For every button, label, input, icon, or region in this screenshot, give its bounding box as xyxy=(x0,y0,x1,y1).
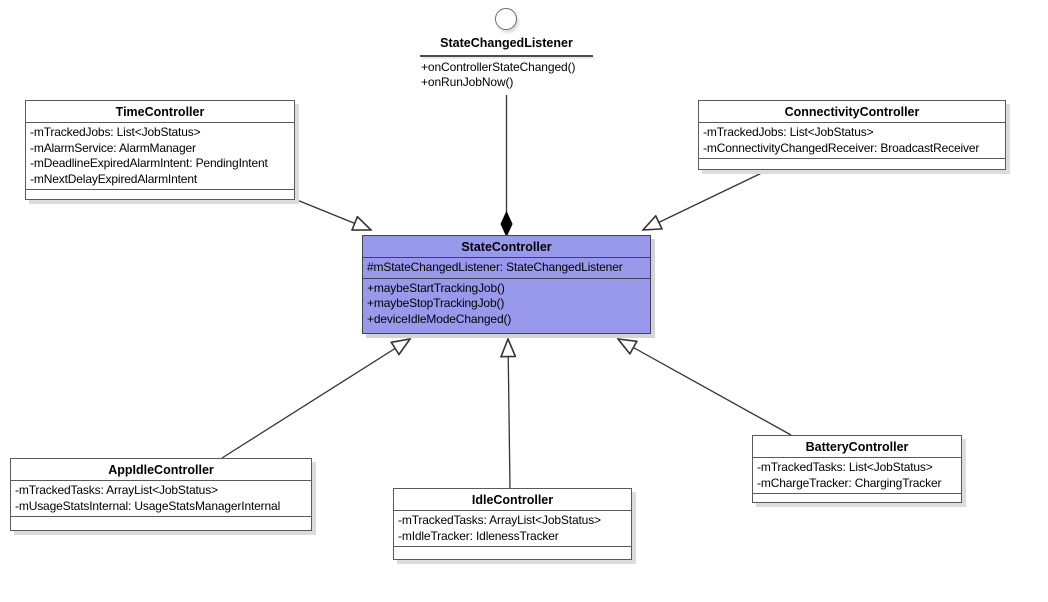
class-attributes: -mTrackedTasks: ArrayList<JobStatus> -mI… xyxy=(394,511,631,547)
class-title: BatteryController xyxy=(753,436,961,458)
interface-divider xyxy=(420,55,593,57)
operations-compartment-empty xyxy=(699,159,1005,169)
class-title: AppIdleController xyxy=(11,459,311,481)
class-time-controller[interactable]: TimeController -mTrackedJobs: List<JobSt… xyxy=(25,100,295,200)
edge-battery-to-state xyxy=(618,339,792,436)
interface-method-list: +onControllerStateChanged() +onRunJobNow… xyxy=(421,60,576,90)
attribute: -mTrackedJobs: List<JobStatus> xyxy=(703,125,874,139)
operations-compartment-empty xyxy=(753,494,961,502)
class-title: StateController xyxy=(363,236,650,258)
class-title: IdleController xyxy=(394,489,631,511)
attribute: -mTrackedTasks: ArrayList<JobStatus> xyxy=(398,513,601,527)
class-attributes: -mTrackedTasks: ArrayList<JobStatus> -mU… xyxy=(11,481,311,517)
attribute: -mNextDelayExpiredAlarmIntent xyxy=(30,171,198,186)
class-attributes: -mTrackedJobs: List<JobStatus> -mAlarmSe… xyxy=(26,123,294,190)
class-battery-controller[interactable]: BatteryController -mTrackedTasks: List<J… xyxy=(752,435,962,503)
interface-method: +onRunJobNow() xyxy=(421,75,514,89)
attribute: -mTrackedTasks: List<JobStatus> xyxy=(757,460,933,474)
operation: +maybeStartTrackingJob() xyxy=(367,280,505,295)
attribute: -mDeadlineExpiredAlarmIntent: PendingInt… xyxy=(30,156,268,170)
edge-idle-to-state xyxy=(508,339,510,489)
operation: +maybeStopTrackingJob() xyxy=(367,296,505,310)
composition-diamond-icon xyxy=(500,210,513,238)
class-state-controller[interactable]: StateController #mStateChangedListener: … xyxy=(362,235,651,334)
attribute: -mTrackedTasks: ArrayList<JobStatus> xyxy=(15,483,218,497)
interface-method: +onControllerStateChanged() xyxy=(421,60,576,74)
class-attributes: -mTrackedTasks: List<JobStatus> -mCharge… xyxy=(753,458,961,494)
attribute: -mUsageStatsInternal: UsageStatsManagerI… xyxy=(15,498,281,513)
class-attributes: -mTrackedJobs: List<JobStatus> -mConnect… xyxy=(699,123,1005,159)
attribute: -mAlarmService: AlarmManager xyxy=(30,140,196,155)
class-appidle-controller[interactable]: AppIdleController -mTrackedTasks: ArrayL… xyxy=(10,458,312,531)
operations-compartment-empty xyxy=(11,517,311,530)
attribute: -mConnectivityChangedReceiver: Broadcast… xyxy=(703,140,980,155)
attribute: -mChargeTracker: ChargingTracker xyxy=(757,475,942,490)
edge-connectivity-to-state xyxy=(643,169,769,230)
operations-compartment-empty xyxy=(26,190,294,199)
class-title: TimeController xyxy=(26,101,294,123)
attribute: #mStateChangedListener: StateChangedList… xyxy=(367,260,623,274)
edge-time-to-state xyxy=(296,199,371,230)
interface-lollipop-icon[interactable] xyxy=(495,8,517,30)
class-title: ConnectivityController xyxy=(699,101,1005,123)
attribute: -mIdleTracker: IdlenessTracker xyxy=(398,528,559,543)
attribute: -mTrackedJobs: List<JobStatus> xyxy=(30,125,201,139)
edge-appidle-to-state xyxy=(221,339,410,459)
class-connectivity-controller[interactable]: ConnectivityController -mTrackedJobs: Li… xyxy=(698,100,1006,170)
interface-name: StateChangedListener xyxy=(440,36,573,50)
class-idle-controller[interactable]: IdleController -mTrackedTasks: ArrayList… xyxy=(393,488,632,560)
class-attributes: #mStateChangedListener: StateChangedList… xyxy=(363,258,650,279)
operations-compartment-empty xyxy=(394,547,631,559)
operation: +deviceIdleModeChanged() xyxy=(367,311,512,326)
class-operations: +maybeStartTrackingJob() +maybeStopTrack… xyxy=(363,279,650,334)
